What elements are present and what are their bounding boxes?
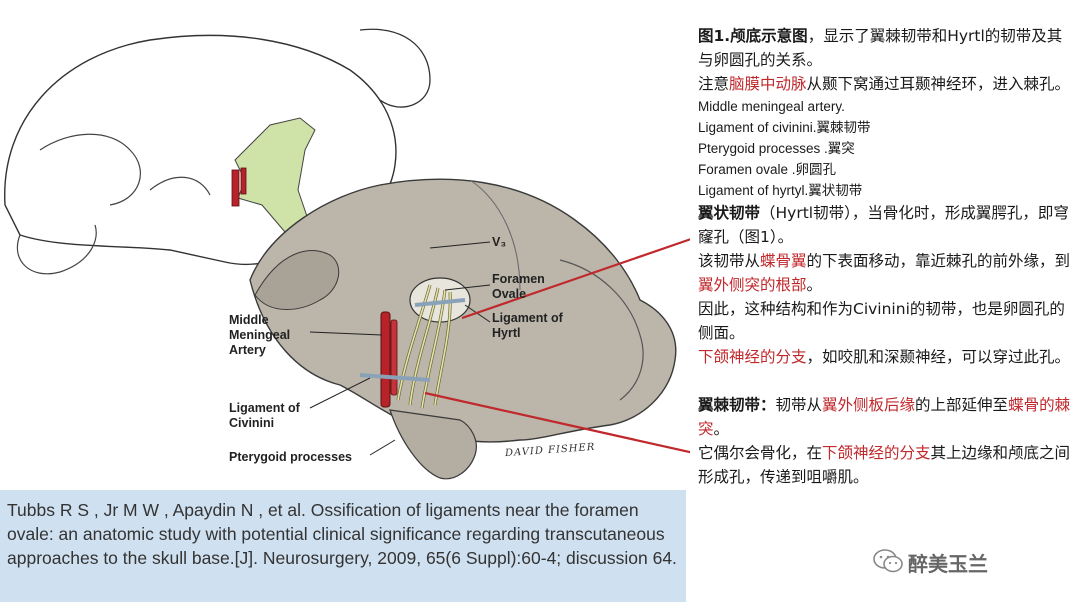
wechat-icon: [873, 549, 903, 573]
label-foramen-ovale: Foramen Ovale: [492, 272, 545, 301]
label-middle-meningeal-artery: Middle Meningeal Artery: [229, 313, 291, 357]
caption-note: 注意脑膜中动脉从颞下窝通过耳颞神经环，进入棘孔。: [698, 75, 1071, 93]
watermark-text: 醉美玉兰: [908, 552, 988, 576]
hyrtl-conclusion: 因此，这种结构和作为Civinini的韧带，也是卵圆孔的侧面。: [698, 300, 1065, 342]
caption-panel: 图1.颅底示意图，显示了翼棘韧带和Hyrtl的韧带及其与卵圆孔的关系。 注意脑膜…: [698, 24, 1073, 489]
hyrtl-paragraph: 翼状韧带（Hyrtl韧带），当骨化时，形成翼腭孔，即穹窿孔（图1）。: [698, 204, 1069, 246]
label-v3: V₃: [492, 235, 507, 249]
reference-box: Tubbs R S , Jr M W , Apaydin N , et al. …: [0, 490, 686, 602]
label-ligament-hyrtl: Ligament of Hyrtl: [492, 311, 563, 340]
connector-hyrtl: [461, 238, 690, 320]
term-item: Pterygoid processes .翼突: [698, 141, 855, 156]
connector-civinini: [424, 391, 690, 454]
hyrtl-branches: 下颌神经的分支，如咬肌和深颞神经，可以穿过此孔。: [698, 348, 1071, 366]
label-ligament-civinini: Ligament of Civinini: [229, 401, 300, 430]
civinini-ossification: 它偶尔会骨化，在下颌神经的分支其上边缘和颅底之间形成孔，传递到咀嚼肌。: [698, 444, 1071, 486]
term-item: Foramen ovale .卵圆孔: [698, 162, 837, 177]
artery-shape: [380, 311, 391, 408]
hyrtl-path: 该韧带从蝶骨翼的下表面移动，靠近棘孔的前外缘，到翼外侧突的根部。: [698, 252, 1071, 294]
civinini-paragraph: 翼棘韧带：韧带从翼外侧板后缘的上部延伸至蝶骨的棘突。: [698, 396, 1071, 438]
term-item: Ligament of hyrtyl.翼状韧带: [698, 183, 863, 198]
skull-base-illustration: [4, 28, 690, 480]
term-item: Ligament of civinini.翼棘韧带: [698, 120, 871, 135]
pterygoid-shape: [389, 409, 477, 480]
caption-title: 图1.颅底示意图，显示了翼棘韧带和Hyrtl的韧带及其与卵圆孔的关系。: [698, 27, 1063, 69]
label-pterygoid-processes: Pterygoid processes: [229, 450, 352, 464]
term-item: Middle meningeal artery.: [698, 99, 845, 114]
